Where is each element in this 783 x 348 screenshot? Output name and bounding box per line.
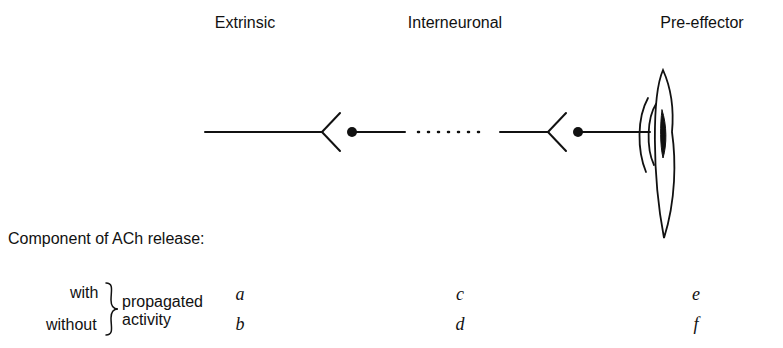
row-label: with xyxy=(70,284,98,302)
column-heading: Interneuronal xyxy=(408,14,502,32)
column-heading: Extrinsic xyxy=(215,14,275,32)
column-heading: Pre-effector xyxy=(660,14,743,32)
row-label: without xyxy=(46,316,97,334)
component-letter: e xyxy=(692,285,700,303)
component-letter: f xyxy=(693,315,698,333)
component-letter: d xyxy=(456,315,465,333)
bracket-label: propagated activity xyxy=(122,293,208,329)
component-letter: c xyxy=(456,285,464,303)
component-letter: a xyxy=(236,285,245,303)
component-letter: b xyxy=(236,315,245,333)
row-heading: Component of ACh release: xyxy=(8,230,205,248)
